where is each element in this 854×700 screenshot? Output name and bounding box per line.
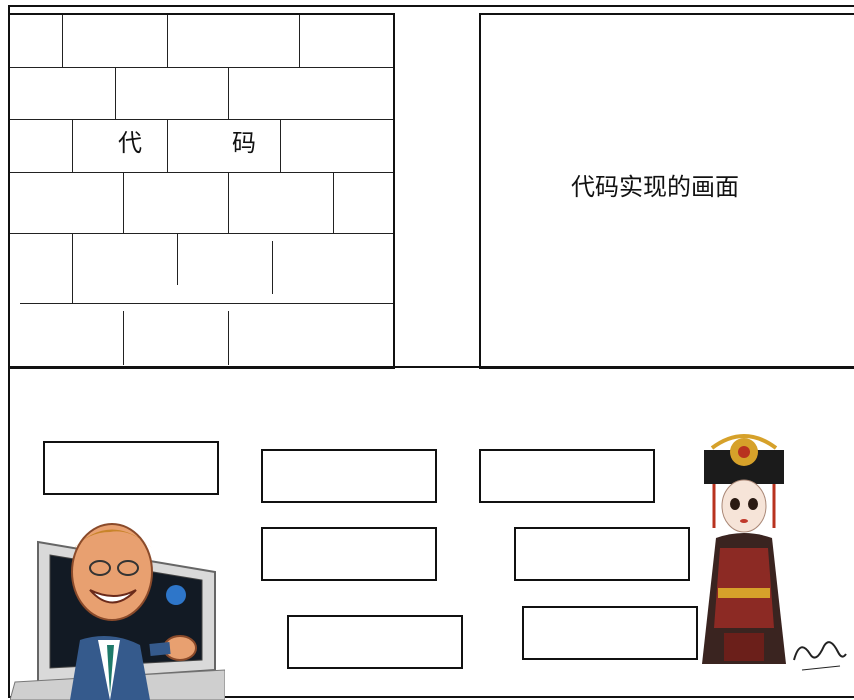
brick-row-line — [10, 233, 393, 234]
brick-row-line — [10, 172, 393, 173]
blank-block-7 — [522, 606, 698, 660]
brick-joint — [228, 172, 229, 233]
blank-block-3 — [479, 449, 655, 503]
output-panel: 代码实现的画面 — [479, 13, 854, 369]
brick-joint — [272, 241, 273, 294]
brick-joint — [72, 119, 73, 172]
princess-figure — [702, 434, 786, 664]
output-label: 代码实现的画面 — [571, 173, 739, 201]
brick-joint — [115, 67, 116, 119]
brick-row-line — [20, 303, 393, 304]
brick-joint — [280, 119, 281, 172]
brick-joint — [123, 311, 124, 365]
programmer-figure — [10, 523, 225, 700]
blank-block-6 — [287, 615, 463, 669]
brick-joint — [167, 119, 168, 172]
blank-block-4 — [261, 527, 437, 581]
brick-joint — [62, 15, 63, 67]
blank-block-5 — [514, 527, 690, 581]
section-divider — [8, 366, 854, 368]
windows-logo-icon — [166, 585, 186, 605]
brick-joint — [228, 67, 229, 119]
brick-row-line — [10, 67, 393, 68]
blank-block-1 — [43, 441, 219, 495]
brick-joint — [123, 172, 124, 233]
brick-joint — [333, 172, 334, 233]
brick-joint — [72, 233, 73, 303]
brick-row-line — [10, 119, 393, 120]
blank-block-2 — [261, 449, 437, 503]
brick-joint — [299, 15, 300, 67]
code-char-2: 码 — [232, 129, 256, 157]
artist-signature — [793, 641, 847, 671]
code-char-1: 代 — [118, 129, 142, 157]
brick-joint — [167, 15, 168, 67]
brick-joint — [177, 233, 178, 285]
code-panel: 代 码 — [8, 13, 395, 369]
brick-joint — [228, 311, 229, 365]
